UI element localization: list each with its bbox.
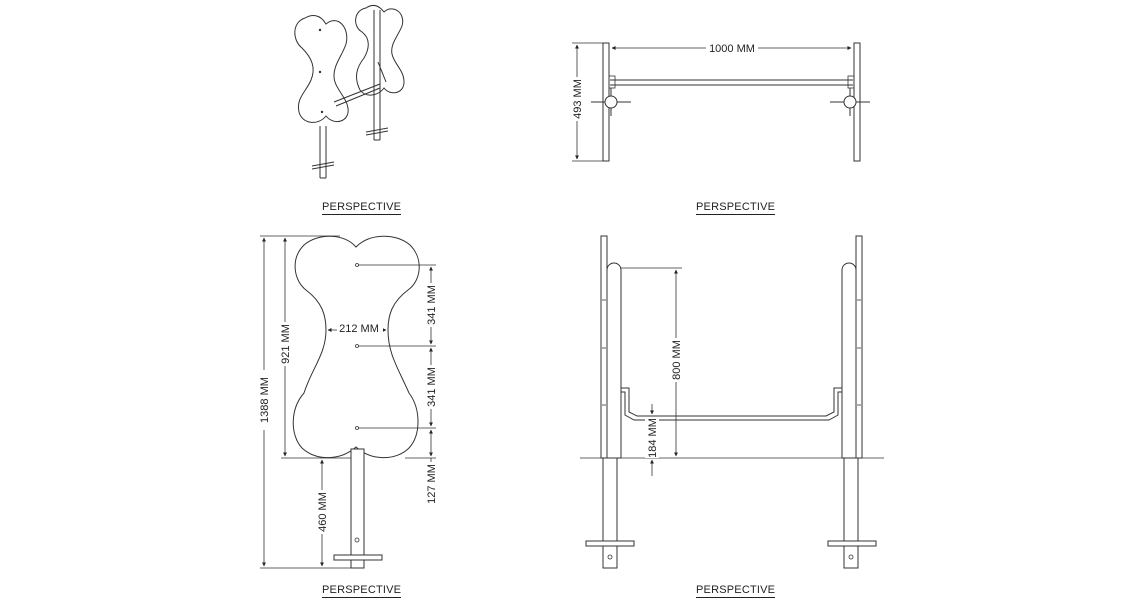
top-view: 1000 MM 493 MM <box>571 42 870 162</box>
caption-top-right: PERSPECTIVE <box>696 201 776 215</box>
bone-board-left <box>294 15 349 123</box>
caption-bottom-left: PERSPECTIVE <box>322 584 402 598</box>
caption-bottom-right: PERSPECTIVE <box>696 584 776 598</box>
dim-bottom-margin: 127 MM <box>426 464 438 504</box>
dim-upper-spacing: 341 MM <box>426 285 438 325</box>
front-elevation: 1388 MM 921 MM 460 MM 212 MM 341 MM 341 … <box>257 235 438 569</box>
dim-lower-spacing: 341 MM <box>426 367 438 407</box>
side-elevation: 800 MM 184 MM <box>580 235 884 569</box>
crossbar <box>621 387 842 417</box>
post-front <box>350 448 365 569</box>
perspective-view-top-left <box>294 4 405 179</box>
caption-top-left: PERSPECTIVE <box>322 201 402 215</box>
dim-waist-width: 212 MM <box>339 323 379 335</box>
dim-bar-clearance: 184 MM <box>647 418 659 458</box>
dim-total-height: 1388 MM <box>259 377 271 423</box>
dim-span-width: 1000 MM <box>709 43 755 55</box>
dim-board-height: 921 MM <box>280 324 292 364</box>
dim-board-height-top: 493 MM <box>572 79 584 119</box>
dim-bar-height: 800 MM <box>671 340 683 380</box>
post-side-left <box>602 457 618 569</box>
post-side-right <box>843 457 859 569</box>
dim-post-depth: 460 MM <box>317 492 329 532</box>
